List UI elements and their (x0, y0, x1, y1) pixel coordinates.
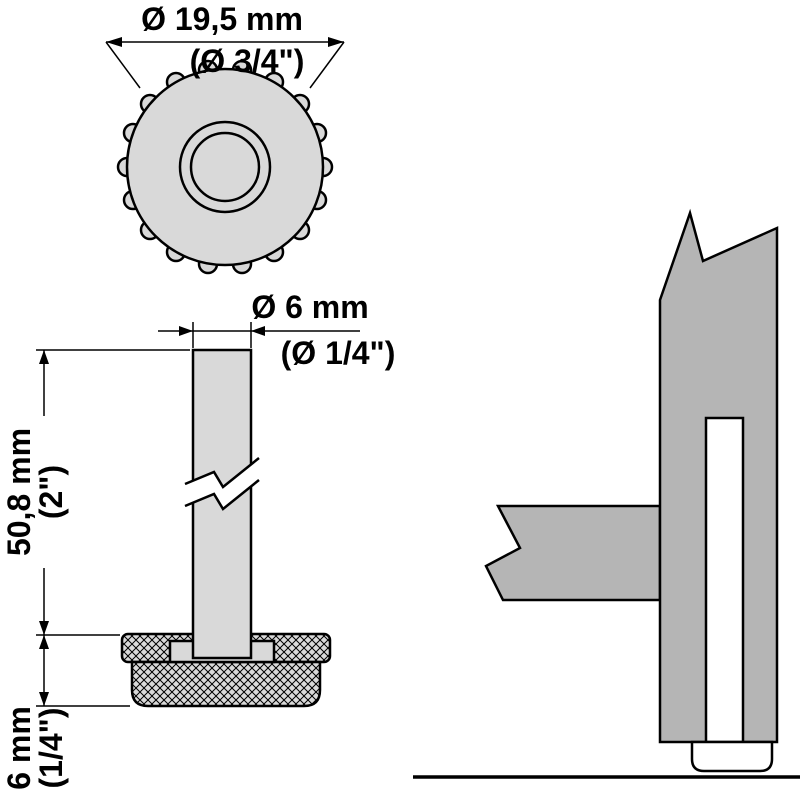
furniture-rail (484, 504, 662, 602)
stem-diameter-imperial-label: (Ø 1/4") (281, 335, 396, 371)
top-view (116, 59, 334, 275)
head-diameter-imperial-label: (Ø 3/4") (190, 43, 305, 79)
head-diameter-metric-label: Ø 19,5 mm (141, 1, 303, 37)
extension-line (105, 41, 141, 89)
side-view (120, 348, 332, 708)
arrowhead-left (106, 37, 122, 47)
dim-stem-length: 50,8 mm (2") (1, 349, 190, 636)
arrowhead-right (251, 326, 265, 336)
hub-inner-circle (189, 131, 261, 203)
stem-length-imperial-label: (2") (33, 465, 69, 519)
extension-line (309, 41, 345, 89)
dim-base-height: 6 mm (1/4") (1, 635, 130, 790)
base-height-metric-label: 6 mm (1, 706, 37, 790)
arrowhead-right (328, 37, 344, 47)
threaded-bore (704, 416, 745, 744)
dim-stem-diameter: Ø 6 mm (Ø 1/4") (158, 289, 395, 371)
dim-head-diameter: Ø 19,5 mm (Ø 3/4") (105, 1, 345, 89)
threaded-stem (191, 348, 253, 660)
installed-view (484, 208, 779, 773)
stem-length-metric-label: 50,8 mm (1, 428, 37, 556)
stem-diameter-metric-label: Ø 6 mm (251, 289, 368, 325)
glide-pad (690, 740, 774, 773)
break-line-top (184, 457, 260, 489)
base-height-imperial-label: (1/4") (33, 708, 69, 789)
break-gap (185, 458, 259, 509)
arrowhead-top (39, 350, 49, 364)
arrowhead-bottom (39, 621, 49, 635)
break-line-bottom (184, 479, 260, 511)
arrowhead-top (39, 635, 49, 649)
base-cup (130, 660, 322, 708)
arrowhead-bottom (39, 692, 49, 706)
arrowhead-left (179, 326, 193, 336)
